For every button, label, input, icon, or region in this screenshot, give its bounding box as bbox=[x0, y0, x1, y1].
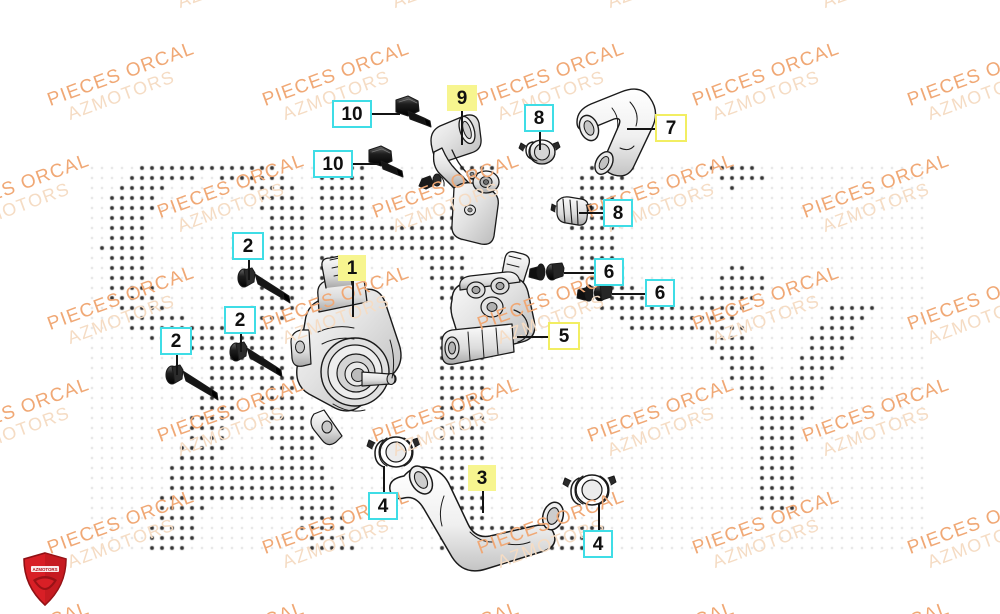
callout-label: 2 bbox=[242, 235, 254, 257]
part-4-clamp-left bbox=[366, 436, 421, 468]
leader-line bbox=[383, 466, 385, 492]
callout-10[interactable]: 10 bbox=[332, 100, 372, 128]
part-9-inlet-pipe bbox=[418, 114, 500, 245]
part-8-clamp-lower bbox=[550, 196, 593, 226]
leader-line bbox=[176, 355, 178, 375]
callout-5[interactable]: 5 bbox=[548, 322, 580, 350]
callout-1[interactable]: 1 bbox=[338, 255, 366, 281]
part-10-bolt-upper bbox=[395, 95, 432, 128]
callout-label: 4 bbox=[592, 533, 604, 555]
part-10-bolt-lower bbox=[368, 145, 404, 178]
callout-4[interactable]: 4 bbox=[583, 530, 613, 558]
leader-line bbox=[352, 281, 354, 317]
part-8-clamp-upper bbox=[518, 139, 561, 165]
leader-line bbox=[539, 132, 541, 150]
callout-10[interactable]: 10 bbox=[313, 150, 353, 178]
leader-line bbox=[627, 128, 655, 130]
leader-line bbox=[612, 293, 645, 295]
callout-6[interactable]: 6 bbox=[594, 258, 624, 286]
callout-label: 2 bbox=[234, 309, 246, 331]
callout-2[interactable]: 2 bbox=[160, 327, 192, 355]
callout-4[interactable]: 4 bbox=[368, 492, 398, 520]
callout-7[interactable]: 7 bbox=[655, 114, 687, 142]
callout-label: 6 bbox=[603, 261, 615, 283]
logo-brand-text: AZMOTORS bbox=[32, 567, 57, 572]
leader-line bbox=[517, 336, 548, 338]
leader-line bbox=[240, 334, 242, 352]
leader-line bbox=[372, 113, 400, 115]
leader-line bbox=[461, 111, 463, 145]
leader-line bbox=[353, 163, 379, 165]
callout-label: 9 bbox=[456, 87, 468, 109]
callout-label: 3 bbox=[476, 467, 488, 489]
callout-label: 4 bbox=[377, 495, 389, 517]
callout-9[interactable]: 9 bbox=[447, 85, 477, 111]
part-7-bypass-hose bbox=[576, 88, 657, 177]
azmotors-shield-logo: AZMOTORS bbox=[23, 552, 67, 606]
part-2-bolt-a bbox=[237, 267, 291, 304]
part-6-bolt-a bbox=[528, 262, 565, 281]
callout-label: 10 bbox=[322, 153, 344, 175]
callout-6[interactable]: 6 bbox=[645, 279, 675, 307]
part-1-water-pump-housing bbox=[290, 255, 402, 446]
callout-label: 8 bbox=[612, 202, 624, 224]
callout-label: 8 bbox=[533, 107, 545, 129]
part-2-bolt-b bbox=[229, 341, 283, 378]
leader-line bbox=[598, 504, 600, 530]
callout-label: 5 bbox=[558, 325, 570, 347]
leader-line bbox=[482, 491, 484, 513]
callout-label: 2 bbox=[170, 330, 182, 352]
callout-8[interactable]: 8 bbox=[603, 199, 633, 227]
part-2-bolt-c bbox=[165, 364, 219, 401]
part-4-clamp-right bbox=[562, 474, 617, 506]
callout-label: 6 bbox=[654, 282, 666, 304]
callout-label: 7 bbox=[665, 117, 677, 139]
part-5-thermostat-housing bbox=[441, 250, 536, 365]
leader-line bbox=[248, 260, 250, 280]
leader-line bbox=[564, 272, 594, 274]
callout-2[interactable]: 2 bbox=[232, 232, 264, 260]
part-3-coolant-hose bbox=[389, 465, 565, 572]
callout-label: 1 bbox=[346, 257, 358, 279]
callout-8[interactable]: 8 bbox=[524, 104, 554, 132]
callout-label: 10 bbox=[341, 103, 363, 125]
part-6-bolt-b bbox=[576, 283, 613, 302]
leader-line bbox=[579, 212, 603, 214]
callout-2[interactable]: 2 bbox=[224, 306, 256, 334]
callout-3[interactable]: 3 bbox=[468, 465, 496, 491]
